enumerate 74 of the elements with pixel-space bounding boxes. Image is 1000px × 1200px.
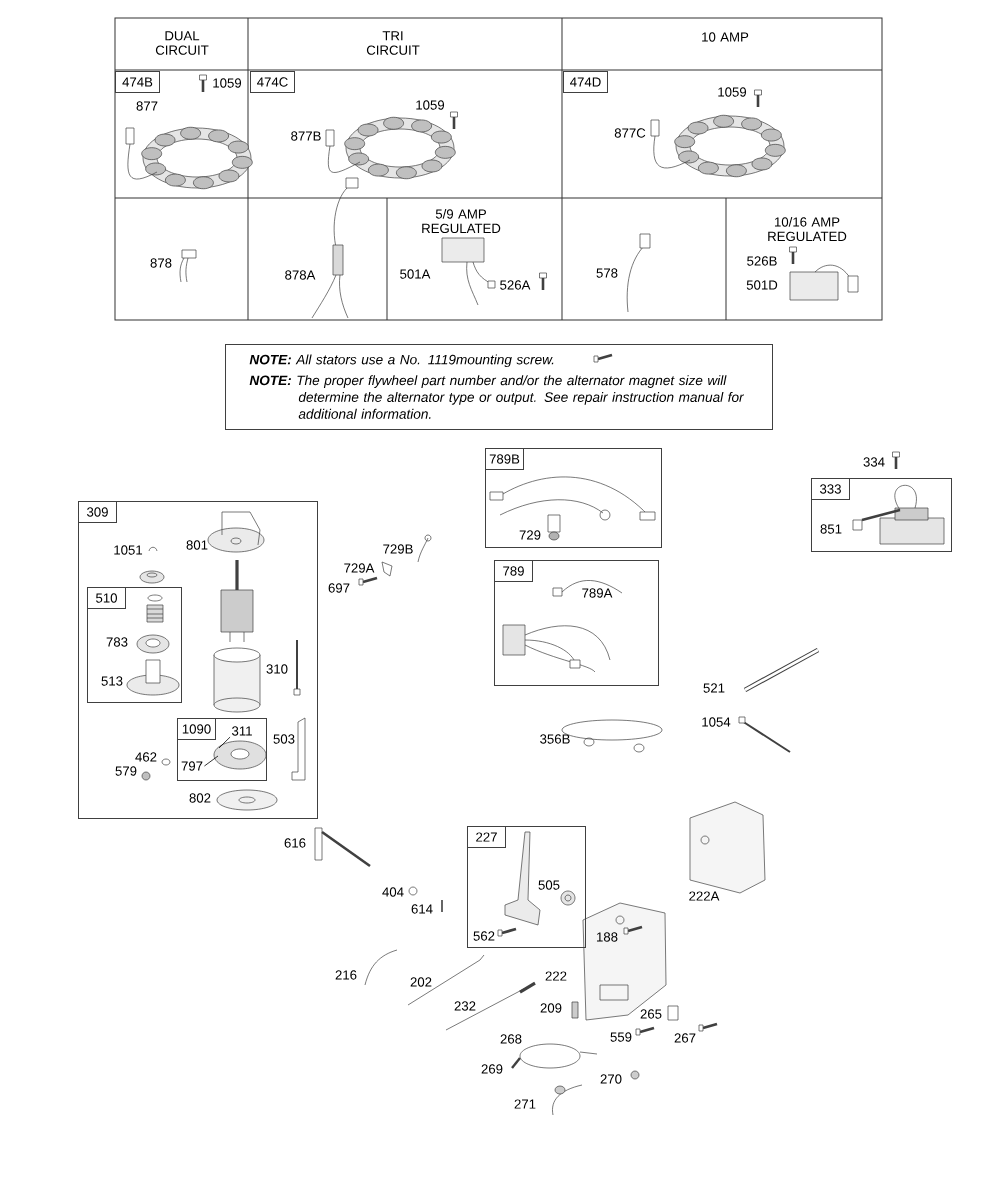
parts-group-frame [485, 448, 662, 548]
callout-number: 404 [382, 887, 404, 897]
callout-number: 878 [150, 258, 172, 268]
callout-number: 270 [600, 1074, 622, 1084]
callout-number: 877C [614, 128, 646, 138]
callout-number: 1054 [702, 717, 731, 727]
column-heading: TRI CIRCUIT [366, 31, 420, 55]
tag-label: 333 [811, 478, 850, 500]
callout-number: 521 [703, 683, 725, 693]
parts-group-frame [177, 718, 267, 781]
parts-group-frame [78, 501, 318, 819]
callout-number: 789A [582, 588, 613, 598]
callout-number: 877B [291, 131, 321, 141]
callout-number: 501D [746, 280, 778, 290]
leader-line [204, 755, 219, 767]
callout-number: 222 [545, 971, 567, 981]
callout-number: 729B [383, 544, 413, 554]
leader-line [218, 736, 231, 749]
tag-label: 474B [115, 71, 160, 93]
callout-number: 802 [189, 793, 211, 803]
callout-number: 268 [500, 1034, 522, 1044]
callout-number: 311 [232, 726, 252, 736]
callout-number: 562 [473, 931, 495, 941]
tag-label: 510 [87, 587, 126, 609]
parts-group-frame [87, 587, 182, 703]
callout-number: 462 [135, 752, 157, 762]
callout-number: 614 [411, 904, 433, 914]
callout-number: 267 [674, 1033, 696, 1043]
callout-number: 216 [335, 970, 357, 980]
column-heading: DUAL CIRCUIT [155, 31, 209, 55]
callout-number: 265 [640, 1009, 662, 1019]
callout-number: 878A [285, 270, 316, 280]
tag-label: 474D [563, 71, 608, 93]
callout-number: 797 [181, 761, 203, 771]
callout-number: 513 [101, 676, 123, 686]
callout-number: 801 [186, 540, 208, 550]
callout-number: 1059 [416, 100, 445, 110]
parts-group-frame [811, 478, 952, 552]
column-heading: 10 AMP [702, 32, 749, 42]
callout-number: 697 [328, 583, 350, 593]
callout-number: 310 [266, 664, 288, 674]
tag-label: 789B [485, 448, 524, 470]
section-heading: 10/16 AMP REGULATED [768, 216, 847, 242]
callout-number: 222A [689, 891, 720, 901]
callout-number: 851 [820, 524, 842, 534]
callout-number: 356B [540, 734, 570, 744]
section-heading: 5/9 AMP REGULATED [422, 208, 501, 234]
parts-group-frame [494, 560, 659, 686]
callout-number: 526A [500, 280, 531, 290]
callout-number: 202 [410, 977, 432, 987]
callout-number: 209 [540, 1003, 562, 1013]
callout-number: 503 [273, 734, 295, 744]
callout-number: 578 [596, 268, 618, 278]
callout-number: 559 [610, 1032, 632, 1042]
tag-label: 474C [250, 71, 295, 93]
callout-number: 729A [344, 563, 375, 573]
note-box: NOTE: All stators use a No. 1119mounting screw. NOTE: The proper flywheel part number and/or the alternator magnet size will determine the alternator type or output. See repair instruction manual for additional information. [225, 344, 773, 430]
callout-number: 505 [538, 880, 560, 890]
callout-number: 616 [284, 838, 306, 848]
callout-number: 526B [747, 256, 777, 266]
callout-number: 269 [481, 1064, 503, 1074]
parts-group-frame [467, 826, 586, 948]
callout-number: 1059 [718, 87, 747, 97]
tag-label: 227 [467, 826, 506, 848]
callout-number: 232 [454, 1001, 476, 1011]
callout-number: 783 [106, 637, 128, 647]
tag-label: 309 [78, 501, 117, 523]
tag-label: 789 [494, 560, 533, 582]
callout-number: 729 [519, 530, 541, 540]
callout-number: 579 [115, 766, 137, 776]
tag-label: 1090 [177, 718, 216, 740]
callout-number: 271 [514, 1099, 536, 1109]
callout-number: 1051 [114, 545, 143, 555]
callout-number: 501A [400, 269, 431, 279]
